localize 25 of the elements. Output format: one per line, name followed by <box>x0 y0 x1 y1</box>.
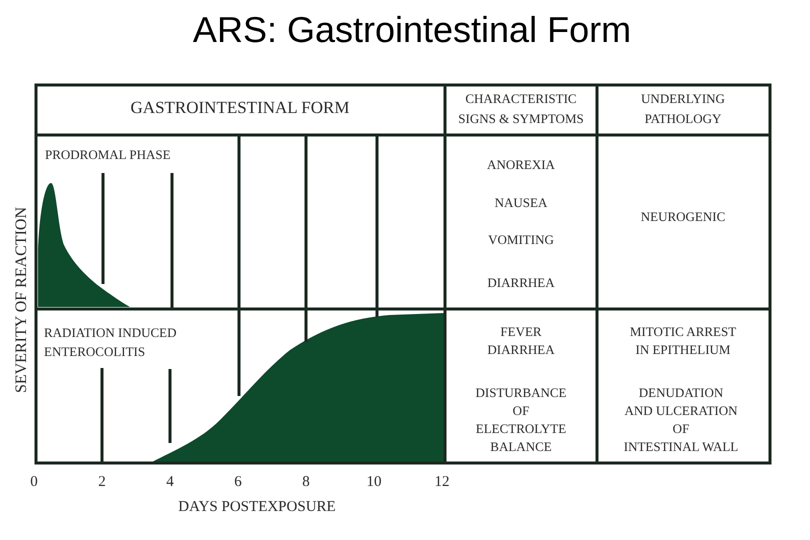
symptom-text: NAUSEA <box>494 194 548 211</box>
pathology-text: NEUROGENIC <box>640 208 726 225</box>
axis-tick-label: 12 <box>434 473 450 491</box>
axis-tick-label: 6 <box>234 473 242 491</box>
column-header: CHARACTERISTIC SIGNS & SYMPTOMS <box>458 90 584 128</box>
axis-title: DAYS POSTEXPOSURE <box>178 498 336 516</box>
page-title: ARS: Gastrointestinal Form <box>192 8 632 51</box>
symptom-text: ANOREXIA <box>487 156 555 173</box>
pathology-text: DENUDATION AND ULCERATION OF INTESTINAL WALL <box>624 384 738 456</box>
axis-tick-label: 4 <box>166 473 174 491</box>
axis-title: SEVERITY OF REACTION <box>13 206 31 394</box>
symptom-text: VOMITING <box>488 231 554 248</box>
table-header: GASTROINTESTINAL FORM <box>130 97 350 119</box>
axis-tick-label: 0 <box>30 473 38 491</box>
phase-label: RADIATION INDUCED ENTEROCOLITIS <box>44 324 177 361</box>
symptom-text: DIARRHEA <box>487 274 555 291</box>
symptom-text: FEVER <box>500 323 542 341</box>
symptom-text: DIARRHEA <box>487 341 555 359</box>
symptom-text: DISTURBANCE OF ELECTROLYTE BALANCE <box>476 384 566 456</box>
pathology-text: MITOTIC ARREST IN EPITHELIUM <box>630 323 736 359</box>
axis-tick-label: 2 <box>98 473 106 491</box>
phase-label: PRODROMAL PHASE <box>45 146 171 163</box>
column-header: UNDERLYING PATHOLOGY <box>641 90 725 128</box>
axis-tick-label: 8 <box>302 473 310 491</box>
axis-tick-label: 10 <box>366 473 382 491</box>
